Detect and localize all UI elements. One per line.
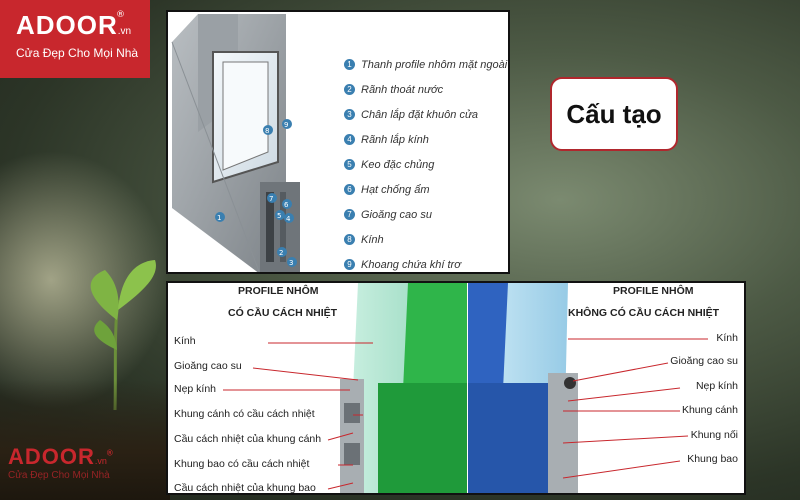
left-header-1: PROFILE NHÔM xyxy=(238,285,319,297)
svg-text:9: 9 xyxy=(284,121,288,129)
right-label: Khung nối xyxy=(690,429,738,441)
svg-text:5: 5 xyxy=(277,212,281,220)
left-label: Khung cánh có cầu cách nhiệt xyxy=(174,408,315,420)
right-header-2: KHÔNG CÓ CẦU CÁCH NHIỆT xyxy=(568,307,720,319)
right-label: Gioăng cao su xyxy=(670,355,738,367)
registered-mark: ® xyxy=(116,10,125,20)
right-label: Nẹp kính xyxy=(695,380,738,392)
svg-text:4: 4 xyxy=(286,215,291,223)
right-header-1: PROFILE NHÔM xyxy=(613,285,694,297)
svg-text:8: 8 xyxy=(265,127,269,135)
left-label: Cầu cách nhiệt của khung cánh xyxy=(174,433,322,445)
logo-brand-text: ADOOR.vn xyxy=(16,10,132,40)
right-label: Khung cánh xyxy=(681,404,738,416)
svg-text:6: 6 xyxy=(284,201,289,209)
left-label: Gioăng cao su xyxy=(174,360,242,372)
window-profile-illustration: 8 9 1 7 6 5 4 2 3 xyxy=(171,14,300,272)
left-label: Nẹp kính xyxy=(174,383,217,395)
brand-logo[interactable]: ADOOR.vn ® Cửa Đẹp Cho Mọi Nhà xyxy=(0,0,150,78)
page-title: Cấu tạo xyxy=(550,77,678,151)
left-label: Cầu cách nhiệt của khung bao xyxy=(174,482,316,494)
watermark-brand-text: ADOOR.vn® xyxy=(8,444,114,469)
svg-text:3: 3 xyxy=(289,259,293,267)
svg-text:2: 2 xyxy=(279,249,283,257)
profile-comparison-panel: PROFILE NHÔM CÓ CẦU CÁCH NHIỆT PROFILE N… xyxy=(166,281,746,495)
right-label: Kính xyxy=(716,332,738,344)
right-label: Khung bao xyxy=(687,453,738,465)
svg-text:1: 1 xyxy=(217,214,221,222)
soil-ground xyxy=(0,380,170,500)
logo-tagline: Cửa Đẹp Cho Mọi Nhà xyxy=(16,46,139,60)
profile-comparison-illustration xyxy=(223,283,708,493)
left-header-2: CÓ CẦU CÁCH NHIỆT xyxy=(228,307,338,319)
brand-watermark: ADOOR.vn® Cửa Đẹp Cho Mọi Nhà xyxy=(8,444,114,481)
svg-text:7: 7 xyxy=(269,195,273,203)
left-label: Khung bao có cầu cách nhiệt xyxy=(174,458,310,470)
left-label: Kính xyxy=(174,335,196,347)
watermark-tagline: Cửa Đẹp Cho Mọi Nhà xyxy=(8,470,110,481)
